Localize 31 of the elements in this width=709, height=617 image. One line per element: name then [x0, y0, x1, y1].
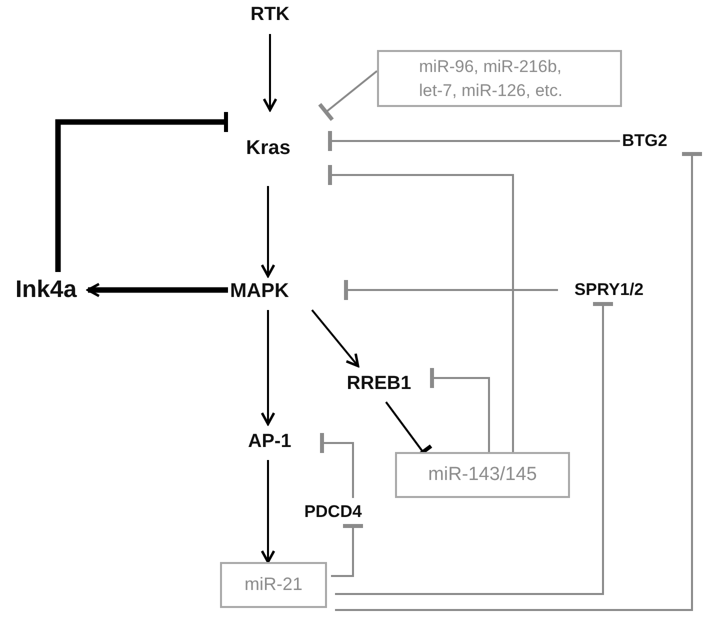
inhibition-line [318, 70, 378, 122]
gene-label: Kras [246, 137, 290, 159]
inhibition-line [335, 302, 615, 595]
microrna-box [395, 452, 570, 498]
microrna-label: miR-143/145 [428, 462, 537, 487]
gene-label: RREB1 [346, 374, 412, 394]
arrow [311, 309, 360, 368]
gene-label: Ink4a [15, 276, 77, 304]
inhibition-line [335, 152, 704, 611]
inhibition-line [328, 129, 620, 153]
gene-label: SPRY1/2 [574, 280, 644, 300]
microrna-box [377, 50, 622, 107]
gene-label: PDCD4 [304, 502, 362, 522]
inhibition-line [55, 110, 228, 272]
inhibition-line [328, 163, 514, 452]
arrow [260, 460, 276, 564]
inhibition-line [430, 366, 490, 452]
arrow [260, 186, 276, 278]
gene-label: AP-1 [248, 432, 292, 452]
arrow [260, 310, 276, 426]
microrna-box [220, 562, 327, 608]
arrow [262, 34, 278, 112]
gene-label: RTK [250, 4, 290, 26]
microrna-label: miR-96, miR-216b, let-7, miR-126, etc. [419, 56, 564, 102]
inhibition-line [320, 431, 354, 498]
inhibition-line [344, 278, 558, 302]
arrow [86, 282, 228, 298]
gene-label: BTG2 [622, 132, 668, 150]
gene-label: MAPK [230, 280, 289, 302]
microrna-label: miR-21 [244, 573, 302, 596]
inhibition-line [331, 524, 365, 577]
